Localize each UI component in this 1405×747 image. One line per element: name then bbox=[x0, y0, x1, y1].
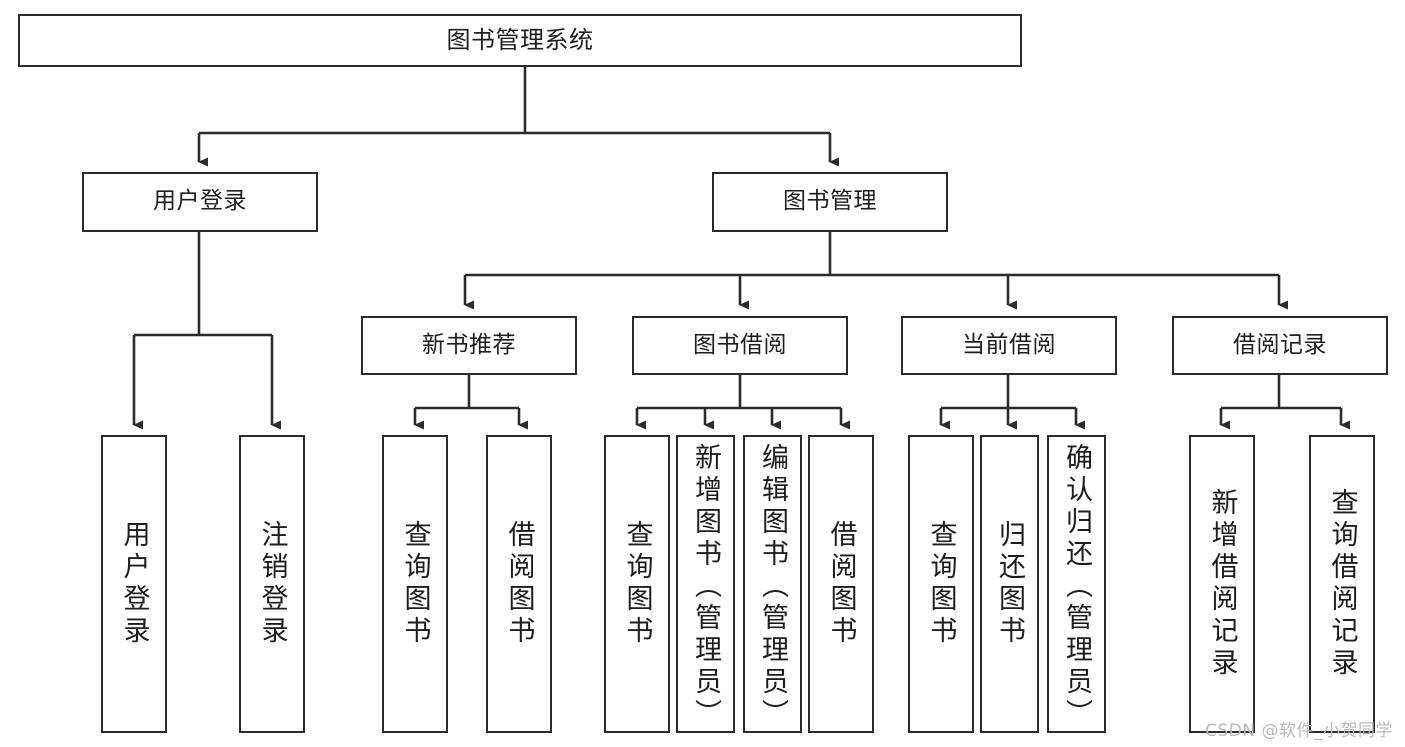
node-label: 借阅图书 bbox=[825, 520, 857, 648]
node-label: 注销登录 bbox=[256, 520, 288, 648]
node-root-book-management-system[interactable]: 图书管理系统 bbox=[18, 14, 1022, 67]
node-label: 当前借阅 bbox=[962, 331, 1056, 358]
leaf-query-borrowing-record[interactable]: 查询借阅记录 bbox=[1309, 435, 1375, 733]
node-label: 借阅图书 bbox=[503, 520, 535, 648]
node-book-borrowing[interactable]: 图书借阅 bbox=[632, 316, 848, 375]
node-label: 确认归还（管理员） bbox=[1061, 443, 1092, 731]
leaf-borrow-books-borrowing[interactable]: 借阅图书 bbox=[808, 435, 874, 733]
node-borrowing-records[interactable]: 借阅记录 bbox=[1172, 316, 1388, 375]
node-label: 查询图书 bbox=[925, 520, 957, 648]
node-label: 查询借阅记录 bbox=[1326, 488, 1358, 680]
node-new-book-recommendation[interactable]: 新书推荐 bbox=[361, 316, 577, 375]
leaf-confirm-return-admin[interactable]: 确认归还（管理员） bbox=[1047, 435, 1106, 733]
node-label: 用户登录 bbox=[153, 188, 247, 215]
watermark-text: CSDN @软件_小贺同学 bbox=[1205, 721, 1393, 741]
leaf-user-login[interactable]: 用户登录 bbox=[101, 435, 167, 733]
node-label: 归还图书 bbox=[994, 520, 1025, 648]
leaf-logout[interactable]: 注销登录 bbox=[239, 435, 305, 733]
node-label: 查询图书 bbox=[399, 520, 431, 648]
node-label: 新书推荐 bbox=[422, 331, 516, 358]
node-label: 借阅记录 bbox=[1233, 331, 1327, 358]
leaf-add-book-admin[interactable]: 新增图书（管理员） bbox=[676, 435, 735, 733]
node-current-borrowing[interactable]: 当前借阅 bbox=[901, 316, 1117, 375]
leaf-query-books-current[interactable]: 查询图书 bbox=[908, 435, 974, 733]
leaf-borrow-books-new-recommendation[interactable]: 借阅图书 bbox=[486, 435, 552, 733]
node-book-management[interactable]: 图书管理 bbox=[712, 172, 948, 232]
node-label: 新增图书（管理员） bbox=[690, 443, 721, 731]
node-label: 图书管理系统 bbox=[446, 26, 594, 55]
leaf-edit-book-admin[interactable]: 编辑图书（管理员） bbox=[743, 435, 802, 733]
node-label: 图书管理 bbox=[783, 188, 877, 215]
leaf-add-borrowing-record[interactable]: 新增借阅记录 bbox=[1189, 435, 1255, 733]
node-label: 编辑图书（管理员） bbox=[757, 443, 788, 731]
leaf-return-books[interactable]: 归还图书 bbox=[980, 435, 1039, 733]
node-label: 查询图书 bbox=[621, 520, 653, 648]
node-label: 用户登录 bbox=[118, 520, 150, 648]
node-user-login[interactable]: 用户登录 bbox=[82, 172, 318, 232]
node-label: 新增借阅记录 bbox=[1206, 488, 1238, 680]
leaf-query-books-borrowing[interactable]: 查询图书 bbox=[604, 435, 670, 733]
node-label: 图书借阅 bbox=[693, 331, 787, 358]
leaf-query-books-new-recommendation[interactable]: 查询图书 bbox=[382, 435, 448, 733]
